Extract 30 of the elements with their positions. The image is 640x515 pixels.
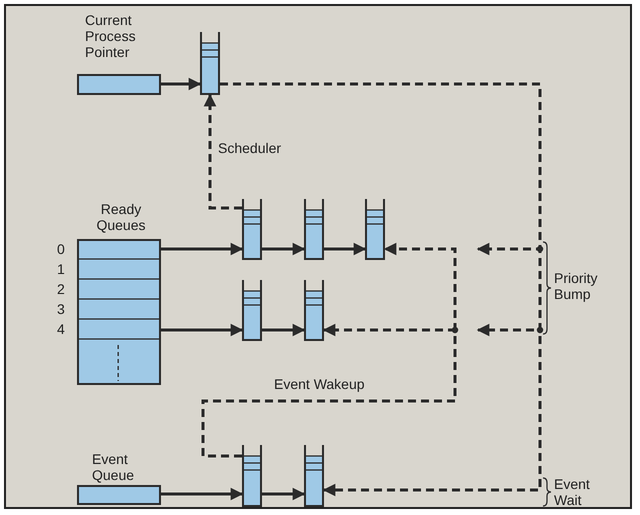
node-heading: Ready Queues bbox=[95, 201, 147, 233]
queue-stack bbox=[242, 199, 262, 260]
queue-stack bbox=[242, 445, 262, 507]
arrow bbox=[262, 488, 306, 500]
row-index: 1 bbox=[57, 261, 65, 277]
bracket-label: Priority Bump bbox=[554, 270, 599, 302]
arrow bbox=[161, 242, 244, 256]
queue-stack bbox=[200, 32, 220, 95]
arrow bbox=[262, 324, 306, 336]
arrow bbox=[161, 78, 202, 90]
arrow bbox=[204, 94, 242, 210]
arrow bbox=[161, 324, 244, 336]
node-heading: Event Queue bbox=[92, 451, 136, 483]
arrow bbox=[324, 242, 366, 256]
bracket-label: Event Wait bbox=[554, 476, 591, 508]
row-index: 3 bbox=[57, 301, 65, 317]
queue-stack bbox=[242, 280, 262, 341]
edge-label: Scheduler bbox=[216, 140, 284, 156]
row-index: 2 bbox=[57, 281, 65, 297]
row-index: 4 bbox=[57, 321, 65, 337]
row-index: 0 bbox=[57, 241, 65, 257]
arrow bbox=[161, 488, 244, 500]
queue-stack bbox=[304, 280, 324, 341]
arrow bbox=[262, 242, 306, 256]
arrow bbox=[202, 324, 456, 458]
queue-stack bbox=[365, 199, 385, 260]
queue-stack bbox=[304, 445, 324, 507]
node-heading: Current Process Pointer bbox=[85, 12, 137, 60]
edge-label: Event Wakeup bbox=[272, 376, 367, 392]
queue-stack bbox=[304, 199, 324, 260]
